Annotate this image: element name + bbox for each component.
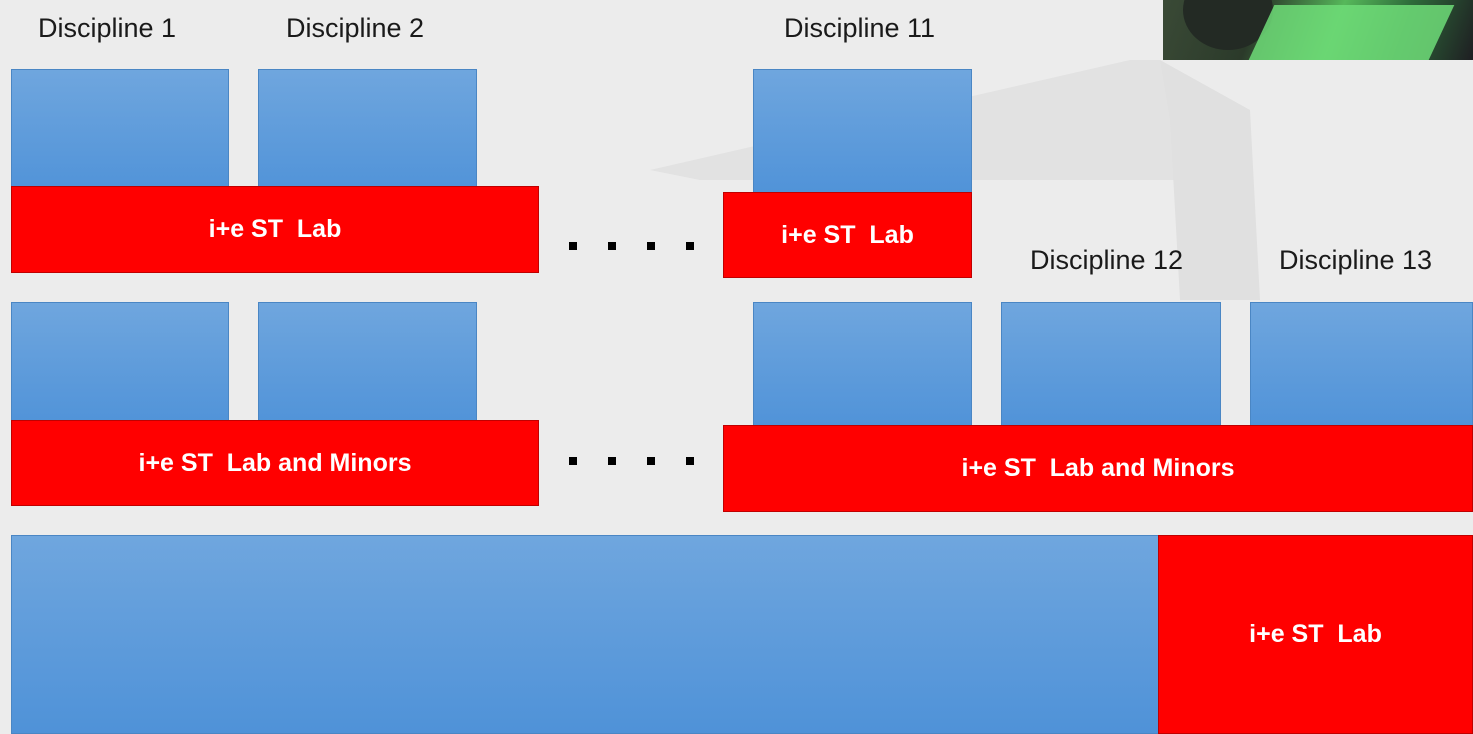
- ellipsis-dot: [686, 242, 694, 250]
- bottom-block: [11, 535, 1171, 734]
- discipline-1-block-middle: [11, 302, 229, 432]
- lab-row1-left: i+e ST Lab: [11, 186, 539, 273]
- discipline-12-label: Discipline 12: [1030, 245, 1184, 275]
- ellipsis-row2: [569, 457, 694, 465]
- discipline-1-label: Discipline 1: [38, 13, 177, 43]
- discipline-11-label: Discipline 11: [784, 13, 936, 43]
- ellipsis-dot: [569, 242, 577, 250]
- webcam-overlay: [1163, 0, 1473, 60]
- discipline-12-block: [1001, 302, 1221, 432]
- ellipsis-dot: [608, 242, 616, 250]
- discipline-11-block-top: [753, 69, 972, 199]
- discipline-2-label: Discipline 2: [286, 13, 425, 43]
- minors-left: i+e ST Lab and Minors: [11, 420, 539, 506]
- ellipsis-dot: [647, 457, 655, 465]
- discipline-1-block-top: [11, 69, 229, 199]
- lab-row1-right: i+e ST Lab: [723, 192, 972, 278]
- ellipsis-dot: [569, 457, 577, 465]
- ellipsis-dot: [686, 457, 694, 465]
- lab-bottom: i+e ST Lab: [1158, 535, 1473, 734]
- discipline-13-label: Discipline 13: [1279, 245, 1433, 275]
- minors-right: i+e ST Lab and Minors: [723, 425, 1473, 512]
- discipline-2-block-top: [258, 69, 477, 199]
- ellipsis-dot: [647, 242, 655, 250]
- discipline-13-block: [1250, 302, 1473, 432]
- ellipsis-row1: [569, 242, 694, 250]
- discipline-11-block-middle: [753, 302, 972, 432]
- ellipsis-dot: [608, 457, 616, 465]
- discipline-2-block-middle: [258, 302, 477, 432]
